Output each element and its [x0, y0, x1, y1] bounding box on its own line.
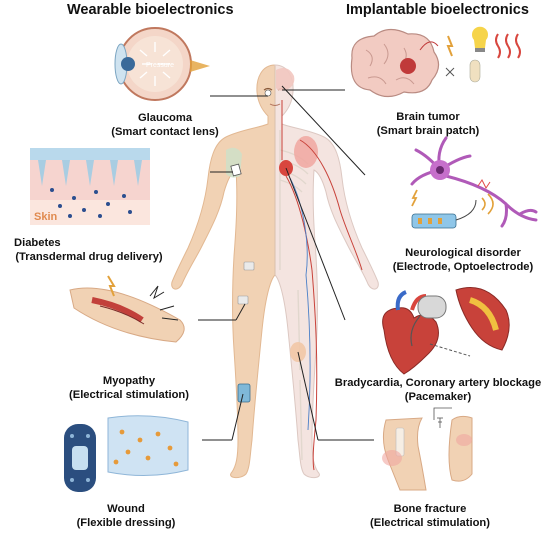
wearable-condition-myopathy: Myopathy — [102, 375, 156, 387]
leader-lines — [198, 85, 374, 441]
implantable-label-bone-fracture: Bone fracture (Electrical stimulation) — [360, 502, 500, 530]
glaucoma-eye-illustration: Pressure — [114, 27, 210, 101]
wound-dressing-illustration — [64, 415, 189, 492]
wearable-condition-wound: Wound — [107, 503, 145, 515]
wearable-device-diabetes: (Transdermal drug delivery) — [15, 251, 163, 263]
implantable-device-cardiac: (Pacemaker) — [404, 391, 472, 403]
diabetes-skin-illustration: Skin — [30, 148, 150, 225]
wearable-label-diabetes: Diabetes (Transdermal drug delivery) — [0, 236, 178, 264]
implantable-condition-brain-tumor: Brain tumor — [396, 111, 460, 123]
wearable-condition-glaucoma: Glaucoma — [137, 112, 193, 124]
wearable-header: Wearable bioelectronics — [67, 2, 234, 18]
human-body-figure — [171, 64, 379, 479]
wearable-label-wound: Wound (Flexible dressing) — [66, 502, 186, 530]
implantable-condition-bone-fracture: Bone fracture — [393, 503, 467, 515]
eye-pressure-text: Pressure — [146, 62, 174, 69]
implantable-label-neurological: Neurological disorder (Electrode, Optoel… — [376, 246, 550, 274]
implantable-device-brain-tumor: (Smart brain patch) — [376, 125, 480, 137]
wearable-condition-diabetes: Diabetes — [14, 237, 61, 249]
wearable-device-glaucoma: (Smart contact lens) — [111, 126, 219, 138]
wearable-device-wound: (Flexible dressing) — [76, 517, 176, 529]
implantable-device-bone-fracture: (Electrical stimulation) — [370, 517, 490, 529]
implantable-condition-neurological: Neurological disorder — [405, 247, 521, 259]
implantable-device-neurological: (Electrode, Optoelectrode) — [392, 261, 534, 273]
wearable-label-myopathy: Myopathy (Electrical stimulation) — [64, 374, 194, 402]
neuron-illustration — [410, 136, 538, 229]
skin-text: Skin — [34, 211, 58, 223]
implantable-label-cardiac: Bradycardia, Coronary artery blockage (P… — [326, 376, 550, 404]
implantable-header: Implantable bioelectronics — [346, 2, 529, 18]
wearable-label-glaucoma: Glaucoma (Smart contact lens) — [110, 111, 220, 139]
heart-pacemaker-illustration — [382, 287, 510, 375]
implantable-condition-cardiac: Bradycardia, Coronary artery blockage — [334, 377, 542, 389]
bone-fracture-illustration — [382, 407, 473, 491]
implantable-label-brain-tumor: Brain tumor (Smart brain patch) — [368, 110, 488, 138]
wearable-device-myopathy: (Electrical stimulation) — [69, 389, 189, 401]
myopathy-arm-illustration — [69, 275, 185, 343]
brain-tumor-illustration — [350, 26, 521, 98]
